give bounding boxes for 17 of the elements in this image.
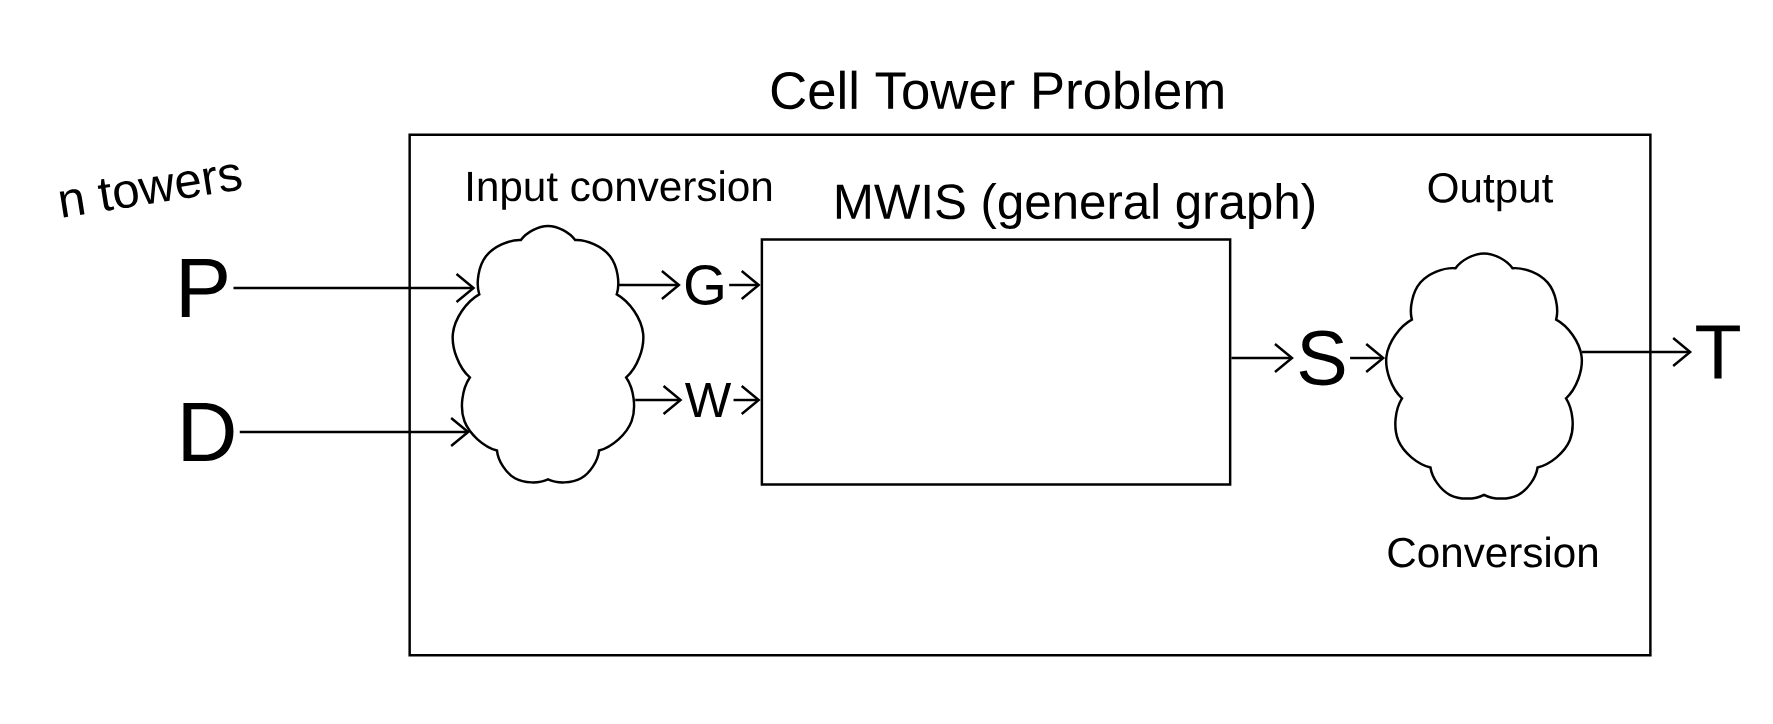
note-text: n towers: [59, 164, 242, 218]
node-label: Cell Tower Problem: [771, 70, 1223, 110]
variable-text: G: [685, 265, 723, 305]
variable-text: W: [685, 383, 732, 417]
variable-text: S: [1299, 330, 1345, 386]
arrow: [239, 417, 471, 447]
arrow: [1231, 343, 1294, 373]
arrow: [1582, 337, 1693, 367]
arrow: [619, 270, 681, 300]
node-label: MWIS (general graph): [836, 183, 1315, 229]
node-label: Conversion: [1388, 536, 1597, 568]
node-label: Output: [1428, 172, 1554, 212]
variable-text: T: [1696, 325, 1740, 379]
node-label: Input conversion: [468, 170, 772, 210]
arrow: [233, 273, 476, 303]
variable-text: D: [183, 402, 234, 462]
variable-text: P: [181, 258, 227, 318]
